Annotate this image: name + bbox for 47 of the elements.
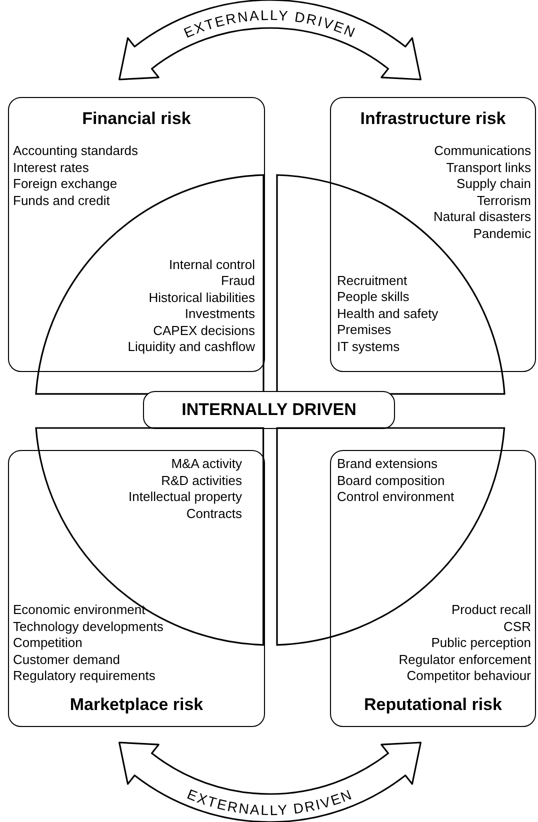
risk-item: IT systems [337,338,400,356]
risk-item: Health and safety [337,306,438,322]
risk-item: Supply chain [456,176,531,192]
risk-item: Pandemic [473,226,531,242]
risk-item: R&D activities [161,472,242,489]
risk-item: Funds and credit [13,192,110,209]
risk-item: Internal control [168,256,255,274]
risk-item: Premises [337,322,392,339]
risk-item: Historical liabilities [148,290,255,306]
risk-item: Economic environment [13,602,146,618]
risk-item: Customer demand [13,652,120,668]
risk-item: CSR [504,618,531,635]
risk-box [330,450,536,727]
risk-item: Technology developments [13,618,164,635]
center-box: INTERNALLY DRIVEN [143,391,395,429]
risk-item: Contracts [186,506,242,522]
risk-item: Foreign exchange [13,176,118,192]
risk-item: Investments [184,306,255,323]
box-heading: Financial risk [81,109,192,129]
risk-item: Brand extensions [337,456,438,472]
risk-item: Product recall [452,602,531,618]
risk-item: M&A activity [171,456,242,472]
risk-item: Regulatory requirements [13,668,156,684]
risk-box [330,97,536,372]
risk-item: Public perception [431,635,531,652]
risk-box [8,97,265,372]
risk-item: Competitor behaviour [406,668,531,684]
risk-item: Intellectual property [128,489,242,506]
risk-item: Recruitment [337,272,408,290]
risk-item: Natural disasters [433,209,531,226]
risk-item: Interest rates [13,160,89,176]
risk-box [8,450,265,727]
risk-item: Accounting standards [13,143,138,160]
risk-item: Transport links [446,160,531,176]
box-heading: Infrastructure risk [359,109,507,129]
risk-item: Regulator enforcement [398,652,531,668]
risk-item: Liquidity and cashflow [128,339,255,356]
risk-item: Control environment [337,489,454,506]
risk-item: Board composition [337,472,445,489]
risk-item: People skills [337,289,410,306]
risk-item: Competition [13,635,82,652]
box-heading: Reputational risk [363,695,503,715]
risk-item: CAPEX decisions [153,322,255,340]
risk-item: Communications [434,143,531,160]
box-heading: Marketplace risk [68,695,204,715]
risk-item: Terrorism [476,192,531,209]
risk-item: Fraud [221,273,255,290]
